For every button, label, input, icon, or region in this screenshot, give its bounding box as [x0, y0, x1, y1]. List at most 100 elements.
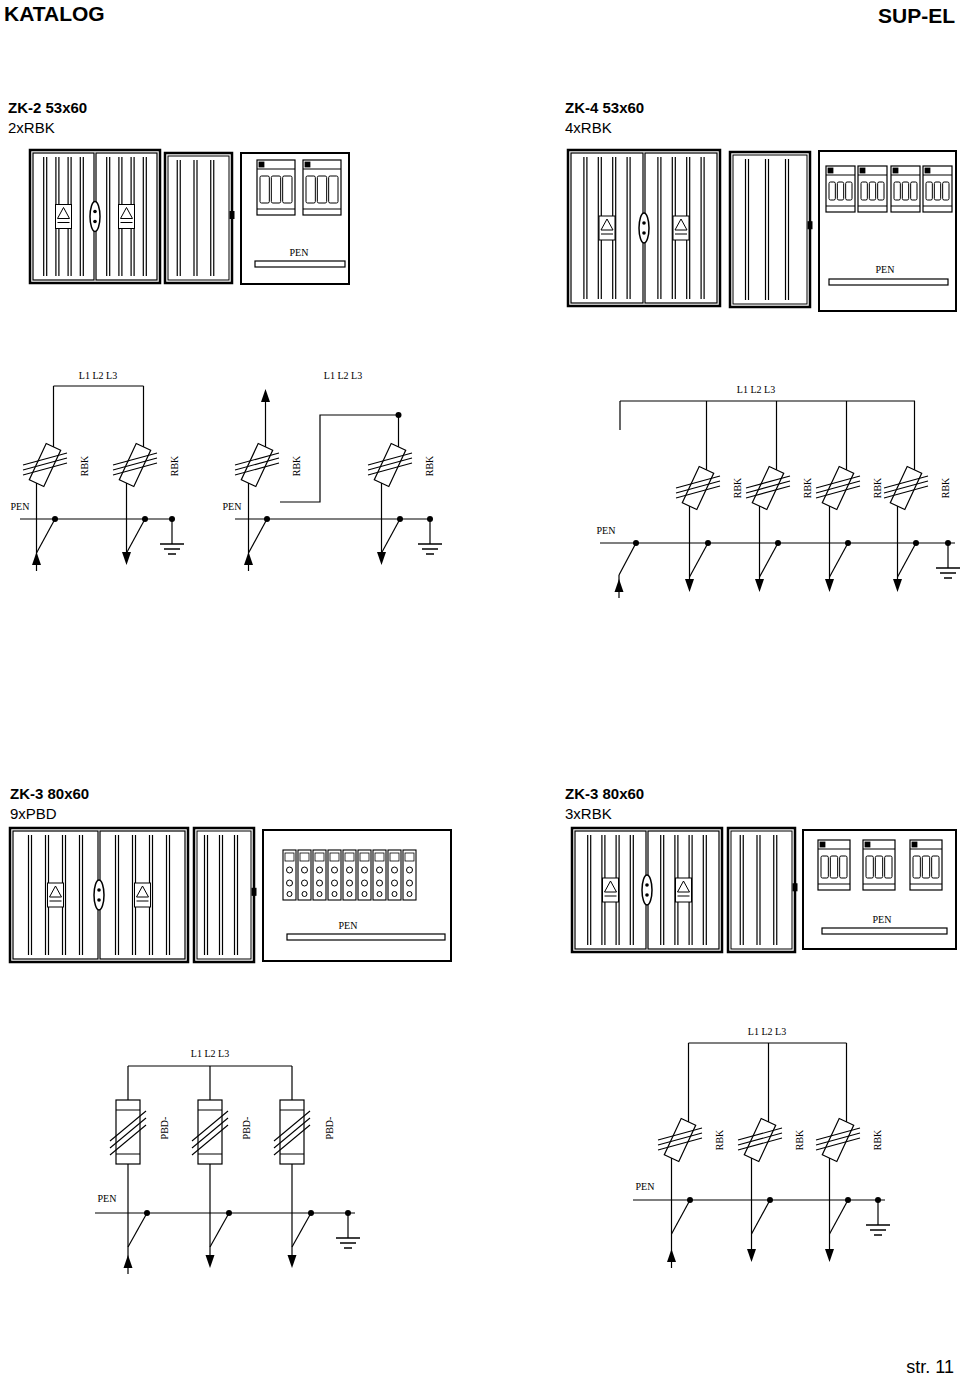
wire: [751, 1234, 752, 1250]
pbd-fuse-screw: [347, 880, 353, 886]
rbk-fuse-holder: [818, 884, 850, 885]
wire: [429, 519, 430, 544]
ground-symbol: [336, 1237, 360, 1239]
wire: [600, 542, 955, 543]
wire: [776, 401, 777, 470]
rbk-fuse-symbol: [241, 443, 272, 486]
ground-symbol: [344, 1247, 352, 1249]
warning-triangle: [605, 881, 617, 892]
arrow-head: [825, 1249, 834, 1262]
wire: [877, 1200, 878, 1225]
door: [648, 831, 719, 949]
pbd-fuse-screw: [362, 867, 368, 873]
panel-rib: [222, 835, 223, 955]
panel-rib: [773, 835, 774, 945]
side-panel: [733, 155, 807, 304]
phase-mark: [192, 1125, 228, 1155]
door: [575, 831, 646, 949]
warning-triangle: [58, 208, 70, 219]
rbk-fuse-holder: [923, 166, 952, 212]
phase-mark: [274, 1125, 310, 1155]
door: [33, 153, 94, 280]
door-lock: [642, 875, 652, 905]
pbd-fuse-base: [388, 850, 401, 900]
door-rib: [166, 835, 167, 955]
ground-symbol: [944, 577, 952, 579]
pbd-fuse-base: [285, 853, 294, 861]
pen-bar: [822, 928, 947, 934]
panel-rib: [207, 835, 208, 955]
rbk-fuse-holder: [858, 206, 887, 207]
phase-mark: [110, 1125, 146, 1155]
pbd-fuse-base: [315, 853, 324, 861]
arrow-head: [377, 552, 386, 565]
panel-rib: [743, 835, 744, 945]
rbk-fuse-slot: [934, 182, 940, 200]
rbk-fuse-holder: [893, 168, 898, 173]
wire: [171, 519, 172, 544]
panel-rib: [177, 160, 178, 276]
ground-symbol: [160, 543, 184, 545]
pbd-fuse-base: [283, 850, 296, 900]
rbk-fuse-slot: [926, 182, 932, 200]
wire: [759, 506, 760, 577]
fuse-label: RBK: [873, 1130, 883, 1151]
rbk-fuse-holder: [818, 840, 850, 890]
warning-sign: [137, 901, 149, 902]
door-rib: [700, 157, 701, 299]
arrow-head: [206, 1255, 215, 1268]
junction-dot: [396, 412, 402, 418]
warning-triangle: [50, 886, 62, 897]
wire: [914, 401, 915, 470]
rbk-fuse-slot: [329, 176, 338, 203]
door-lock: [94, 880, 104, 910]
wire: [235, 518, 432, 519]
wire: [292, 1213, 311, 1247]
door-rib: [152, 835, 153, 955]
fuse-label: RBK: [292, 456, 302, 477]
rbk-fuse-holder: [910, 840, 942, 890]
wire: [347, 1213, 348, 1238]
pbd-fuse-screw: [407, 880, 413, 886]
rbk-fuse-symbol: [744, 1118, 775, 1161]
phase-label: L1 L2 L3: [748, 1027, 786, 1037]
panel-rib: [768, 159, 769, 300]
rbk-fuse-slot: [271, 176, 280, 203]
rbk-fuse-holder: [860, 168, 865, 173]
arrow-head: [288, 1255, 297, 1268]
door-rib: [118, 835, 119, 955]
phase-mark: [192, 1111, 228, 1141]
rbk-fuse-holder: [925, 168, 930, 173]
cabinet-doors: [30, 150, 160, 283]
phase-mark: [368, 458, 412, 470]
phase-mark: [113, 458, 157, 470]
wire: [248, 483, 249, 553]
door-lock: [90, 202, 100, 232]
ground-symbol: [874, 1234, 882, 1236]
phase-mark: [113, 453, 157, 465]
rbk-fuse-slot: [306, 176, 315, 203]
door-rib: [132, 835, 133, 955]
equipment-note: 2xRBK: [8, 120, 55, 135]
pbd-fuse-screw: [302, 880, 308, 886]
door-rib: [583, 157, 584, 299]
wire: [381, 483, 382, 553]
rbk-fuse-symbol: [664, 1118, 695, 1161]
ground-symbol: [168, 553, 176, 555]
rbk-fuse-holder: [303, 209, 341, 210]
wire: [127, 1164, 128, 1247]
warning-sign: [603, 878, 619, 902]
phase-mark: [884, 481, 928, 493]
rbk-fuse-holder: [305, 162, 310, 167]
door-rib: [143, 157, 144, 276]
fuse-label: RBK: [170, 456, 180, 477]
pbd-fuse-screw: [287, 880, 293, 886]
cabinet-doors: [572, 828, 722, 952]
rbk-fuse-holder: [257, 169, 295, 170]
door-rib: [82, 835, 83, 955]
wire: [689, 506, 690, 577]
arrow-head: [615, 579, 624, 592]
bus-label: PEN: [290, 248, 309, 258]
phase-mark: [274, 1118, 310, 1148]
wire: [830, 1200, 849, 1234]
